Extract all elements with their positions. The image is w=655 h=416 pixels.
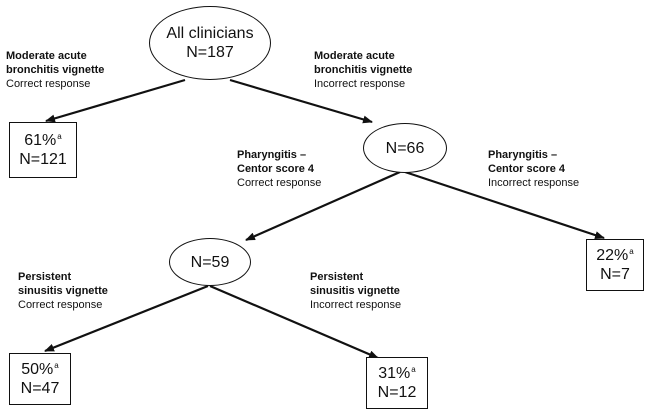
label-bronchitis-incorrect: Moderate acute bronchitis vignette Incor…	[314, 50, 413, 90]
edge-n66-to-n59	[245, 170, 401, 242]
label-pharyngitis-correct: Pharyngitis – Centor score 4 Correct res…	[237, 149, 322, 189]
label-sinusitis-incorrect: Persistent sinusitis vignette Incorrect …	[310, 271, 402, 311]
node-n66-count: N=66	[385, 139, 425, 157]
node-n59: N=59	[169, 238, 251, 286]
root-count: N=187	[186, 44, 234, 61]
leaf-7-count: N=7	[600, 266, 630, 283]
leaf-12-count: N=12	[377, 384, 417, 401]
edge-root-to-n66	[229, 78, 373, 124]
leaf-47-percent: 50%a	[21, 360, 59, 378]
leaf-box-121: 61%a N=121	[9, 122, 77, 178]
leaf-12-percent: 31%a	[378, 364, 416, 382]
leaf-box-47: 50%a N=47	[9, 353, 71, 405]
root-node: All clinicians N=187	[149, 6, 271, 80]
leaf-121-percent: 61%a	[24, 131, 62, 149]
edge-n59-to-leaf-47	[44, 284, 209, 353]
node-n66: N=66	[363, 123, 447, 173]
leaf-7-percent: 22%a	[596, 246, 634, 264]
leaf-47-count: N=47	[20, 380, 60, 397]
label-bronchitis-correct: Moderate acute bronchitis vignette Corre…	[6, 50, 105, 90]
root-title: All clinicians	[166, 25, 254, 42]
leaf-box-7: 22%a N=7	[586, 239, 644, 291]
edge-n66-to-leaf-7	[404, 170, 605, 240]
label-sinusitis-correct: Persistent sinusitis vignette Correct re…	[18, 271, 108, 311]
node-n59-count: N=59	[190, 253, 230, 271]
leaf-box-12: 31%a N=12	[366, 357, 428, 409]
label-pharyngitis-incorrect: Pharyngitis – Centor score 4 Incorrect r…	[488, 149, 580, 189]
edge-root-to-leaf-121	[45, 78, 186, 123]
edge-n59-to-leaf-12	[209, 284, 379, 360]
leaf-121-count: N=121	[19, 151, 67, 168]
